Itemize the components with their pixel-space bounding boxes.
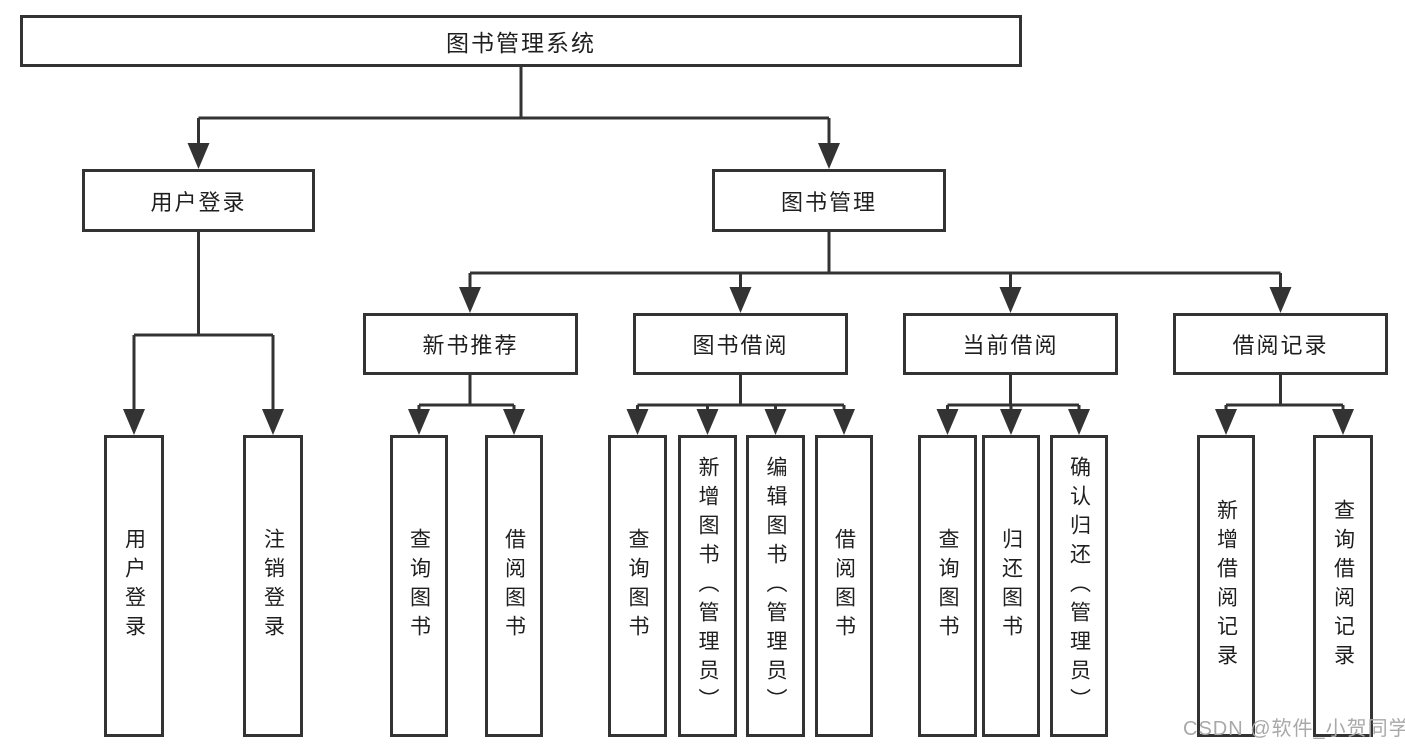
connector — [187, 67, 840, 169]
arrowhead-icon — [503, 409, 525, 435]
leaf-recommend-borrow-books: 借阅图书 — [485, 435, 543, 737]
connector — [459, 232, 1292, 313]
arrowhead-icon — [729, 287, 752, 313]
arrowhead-icon — [1269, 287, 1292, 313]
leaf-records-add-borrow-record: 新增借阅记录 — [1197, 435, 1255, 737]
arrowhead-icon — [262, 409, 284, 435]
connector — [408, 375, 525, 435]
arrowhead-icon — [833, 409, 855, 435]
leaf-borrowing-query-books: 查询图书 — [608, 435, 667, 737]
arrowhead-icon — [818, 143, 840, 169]
node-new-book-recommend: 新书推荐 — [363, 313, 578, 375]
arrowhead-icon — [626, 409, 649, 435]
arrowhead-icon — [764, 409, 787, 435]
node-user-login-group: 用户登录 — [82, 169, 315, 232]
leaf-borrowing-edit-books-admin: 编辑图书（管理员） — [746, 435, 805, 737]
watermark-csdn: CSDN @软件_小贺同学 — [1183, 718, 1405, 740]
node-current-borrowing: 当前借阅 — [903, 313, 1118, 375]
arrowhead-icon — [408, 409, 430, 435]
arrowhead-icon — [459, 287, 481, 313]
arrowhead-icon — [123, 409, 145, 435]
arrowhead-icon — [1215, 409, 1237, 435]
connector — [626, 375, 855, 435]
arrowhead-icon — [936, 409, 959, 435]
leaf-current-query-books: 查询图书 — [918, 435, 977, 737]
connector — [123, 232, 284, 435]
leaf-borrowing-borrow-books: 借阅图书 — [815, 435, 873, 737]
arrowhead-icon — [1000, 409, 1022, 435]
leaf-current-confirm-return-admin: 确认归还（管理员） — [1050, 435, 1108, 737]
leaf-user-login: 用户登录 — [104, 435, 164, 737]
connector — [936, 375, 1090, 435]
leaf-borrowing-add-books-admin: 新增图书（管理员） — [678, 435, 737, 737]
leaf-records-query-borrow-record: 查询借阅记录 — [1313, 435, 1373, 737]
connector — [1215, 375, 1354, 435]
arrowhead-icon — [1332, 409, 1354, 435]
arrowhead-icon — [696, 409, 719, 435]
arrowhead-icon — [1068, 409, 1090, 435]
node-library-management-system: 图书管理系统 — [20, 15, 1022, 67]
node-book-borrowing: 图书借阅 — [633, 313, 848, 375]
node-borrowing-records: 借阅记录 — [1173, 313, 1388, 375]
leaf-logout-login: 注销登录 — [243, 435, 303, 737]
arrowhead-icon — [187, 143, 210, 169]
leaf-recommend-query-books: 查询图书 — [390, 435, 448, 737]
arrowhead-icon — [999, 287, 1022, 313]
node-book-management: 图书管理 — [712, 169, 946, 232]
leaf-current-return-books: 归还图书 — [982, 435, 1040, 737]
